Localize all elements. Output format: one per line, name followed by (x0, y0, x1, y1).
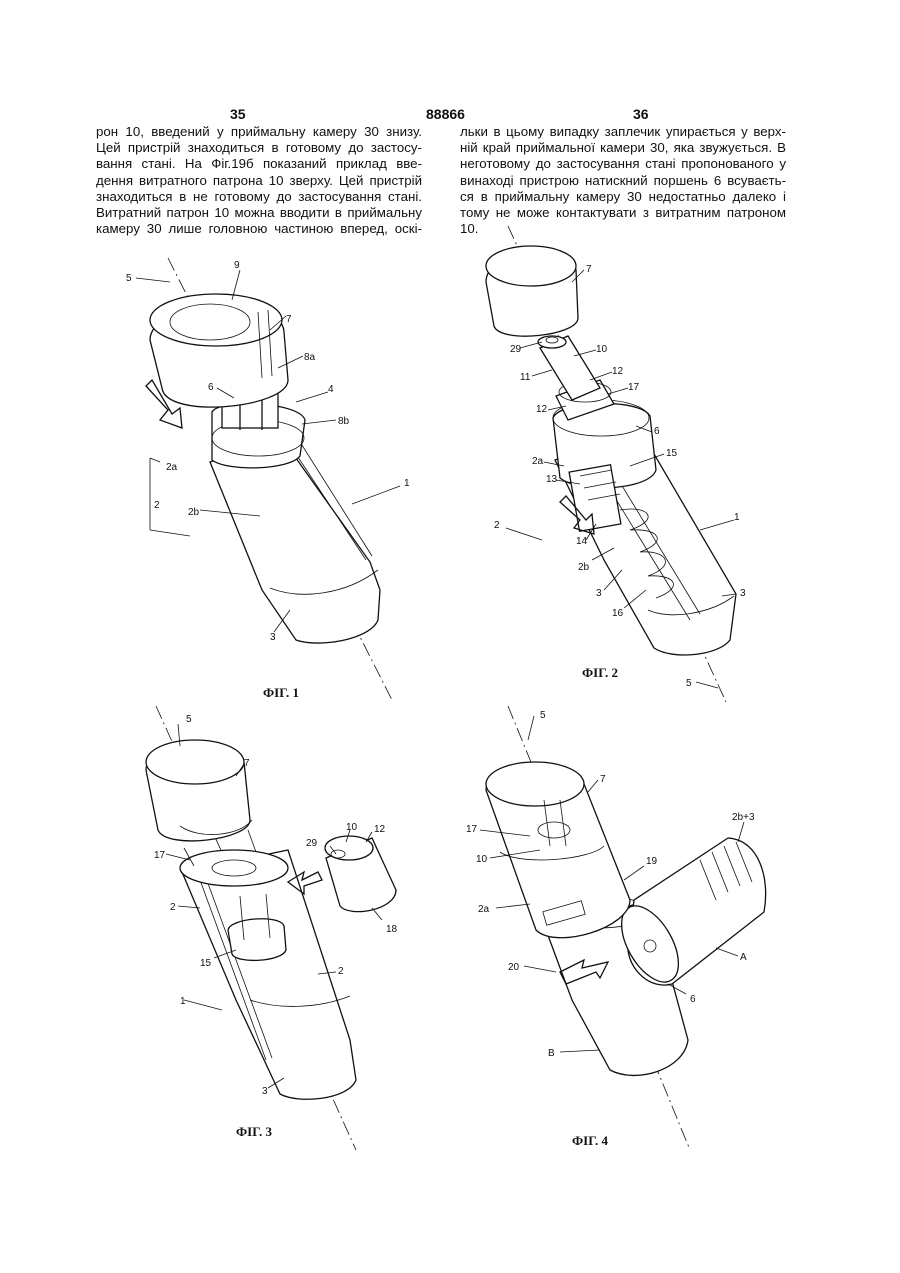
fig3-label-3: 3 (262, 1086, 268, 1097)
fig3-caption: ФІГ. 3 (236, 1124, 273, 1139)
fig4-label-2b3: 2b+3 (732, 812, 755, 823)
fig2-label-12b: 12 (536, 404, 548, 415)
fig3-label-2b: 2 (338, 966, 344, 977)
fig1-caption: ФІГ. 1 (263, 685, 299, 700)
fig2-label-16: 16 (612, 608, 624, 619)
fig3-label-10: 10 (346, 822, 358, 833)
fig2-label-7: 7 (586, 264, 592, 275)
fig1-label-5: 5 (126, 273, 132, 284)
fig2-label-14: 14 (576, 536, 588, 547)
fig4-caption: ФІГ. 4 (572, 1133, 609, 1148)
fig2-label-11: 11 (520, 372, 531, 383)
figure-4: 5 7 2b+3 17 10 19 2a A 20 6 B ФІГ. 4 (466, 706, 766, 1150)
fig2-label-5: 5 (686, 678, 692, 689)
fig2-label-2a: 2a (532, 456, 544, 467)
fig2-label-6: 6 (654, 426, 660, 437)
fig1-label-4: 4 (328, 384, 334, 395)
fig4-label-7: 7 (600, 774, 606, 785)
fig4-label-6: 6 (690, 994, 696, 1005)
fig2-label-3: 3 (596, 588, 602, 599)
fig4-label-20: 20 (508, 962, 520, 973)
fig2-label-15: 15 (666, 448, 678, 459)
fig1-label-3: 3 (270, 632, 276, 643)
fig1-label-2a: 2a (166, 462, 178, 473)
fig3-label-1: 1 (180, 996, 186, 1007)
fig3-label-2: 2 (170, 902, 176, 913)
fig1-label-1: 1 (404, 478, 410, 489)
fig2-caption: ФІГ. 2 (582, 665, 618, 680)
fig2-label-12: 12 (612, 366, 624, 377)
fig3-label-5: 5 (186, 714, 192, 725)
fig2-label-1: 1 (734, 512, 740, 523)
fig3-label-29: 29 (306, 838, 318, 849)
fig1-label-9: 9 (234, 260, 240, 271)
fig4-label-10: 10 (476, 854, 488, 865)
fig2-label-2: 2 (494, 520, 500, 531)
fig4-label-2a: 2a (478, 904, 490, 915)
fig2-label-3b: 3 (740, 588, 746, 599)
fig4-label-5: 5 (540, 710, 546, 721)
fig2-label-10: 10 (596, 344, 608, 355)
fig2-label-29: 29 (510, 344, 522, 355)
fig1-label-2b: 2b (188, 507, 200, 518)
figure-1: 5 9 7 8a 6 4 8b 2a 2 2b 1 3 ФІГ. 1 (126, 258, 410, 700)
fig3-label-7: 7 (244, 758, 250, 769)
fig3-label-15: 15 (200, 958, 212, 969)
figure-3: 5 7 29 10 12 17 2 18 15 2 1 3 ФІГ. 3 (146, 706, 398, 1150)
fig2-label-2b: 2b (578, 562, 590, 573)
fig3-label-17: 17 (154, 850, 166, 861)
fig1-label-2: 2 (154, 500, 160, 511)
fig3-label-18: 18 (386, 924, 398, 935)
fig2-label-17: 17 (628, 382, 640, 393)
fig4-label-B: B (548, 1048, 555, 1059)
fig3-label-12: 12 (374, 824, 386, 835)
fig4-label-A: A (740, 952, 747, 963)
figure-2: 7 29 10 11 12 17 12 6 15 2a 13 2 1 14 2b… (486, 226, 746, 702)
fig4-label-19: 19 (646, 856, 658, 867)
fig2-label-13: 13 (546, 474, 558, 485)
fig4-label-17: 17 (466, 824, 478, 835)
fig1-label-7: 7 (286, 314, 292, 325)
fig1-label-8a: 8a (304, 352, 316, 363)
fig1-label-6: 6 (208, 382, 214, 393)
fig1-label-8b: 8b (338, 416, 350, 427)
